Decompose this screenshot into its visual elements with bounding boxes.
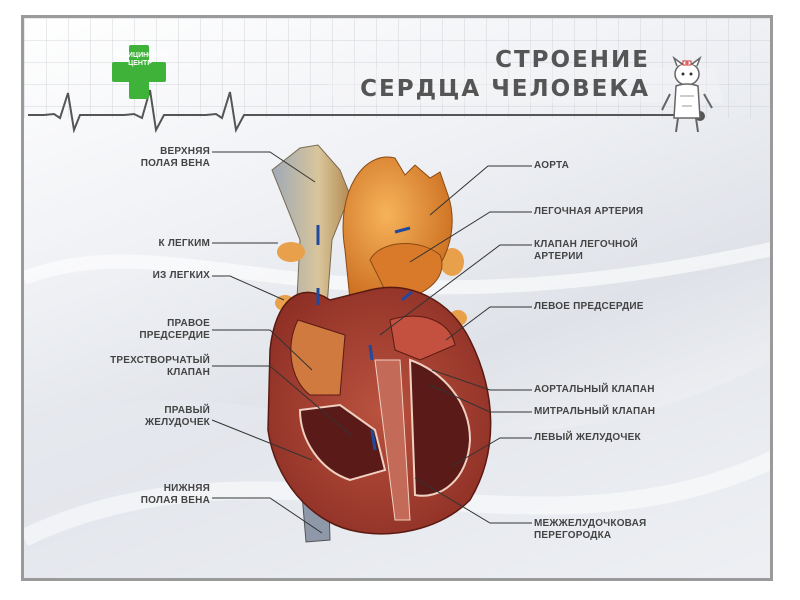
title-line-1: СТРОЕНИЕ [495,47,650,73]
doctor-cat-mascot-icon [661,56,713,133]
label-pulmonary-artery: ЛЕГОЧНАЯ АРТЕРИЯ [534,206,644,217]
ecg-grid-band [24,18,770,133]
label-left-atrium: ЛЕВОЕ ПРЕДСЕРДИЕ [534,301,644,312]
label-superior-vena-cava: ВЕРХНЯЯ ПОЛАЯ ВЕНА [140,146,210,169]
label-mitral-valve: МИТРАЛЬНЫЙ КЛАПАН [534,406,656,417]
title-line-2: СЕРДЦА ЧЕЛОВЕКА [360,76,650,102]
label-right-atrium: ПРАВОЕ ПРЕДСЕРДИЕ [139,318,210,341]
ecg-line [28,89,698,133]
label-tricuspid-valve: ТРЕХСТВОРЧАТЫЙ КЛАПАН [110,355,210,378]
medical-center-logo [112,45,166,99]
label-from-lungs: ИЗ ЛЕГКИХ [152,270,210,281]
label-interventricular-septum: МЕЖЖЕЛУДОЧКОВАЯ ПЕРЕГОРОДКА [534,518,647,541]
label-to-lungs: К ЛЕГКИМ [158,238,210,249]
label-pulmonary-valve: КЛАПАН ЛЕГОЧНОЙ АРТЕРИИ [534,239,638,262]
label-aortic-valve: АОРТАЛЬНЫЙ КЛАПАН [534,384,655,395]
interventricular-septum [374,359,411,521]
label-left-ventricle: ЛЕВЫЙ ЖЕЛУДОЧЕК [534,432,641,443]
label-aorta: АОРТА [534,160,570,171]
superior-vena-cava [271,144,351,321]
label-inferior-vena-cava: НИЖНЯЯ ПОЛАЯ ВЕНА [140,483,210,506]
logo-text: МЕДИЦИНСКИЙ ЦЕНТР [112,52,168,67]
label-right-ventricle: ПРАВЫЙ ЖЕЛУДОЧЕК [145,405,210,428]
